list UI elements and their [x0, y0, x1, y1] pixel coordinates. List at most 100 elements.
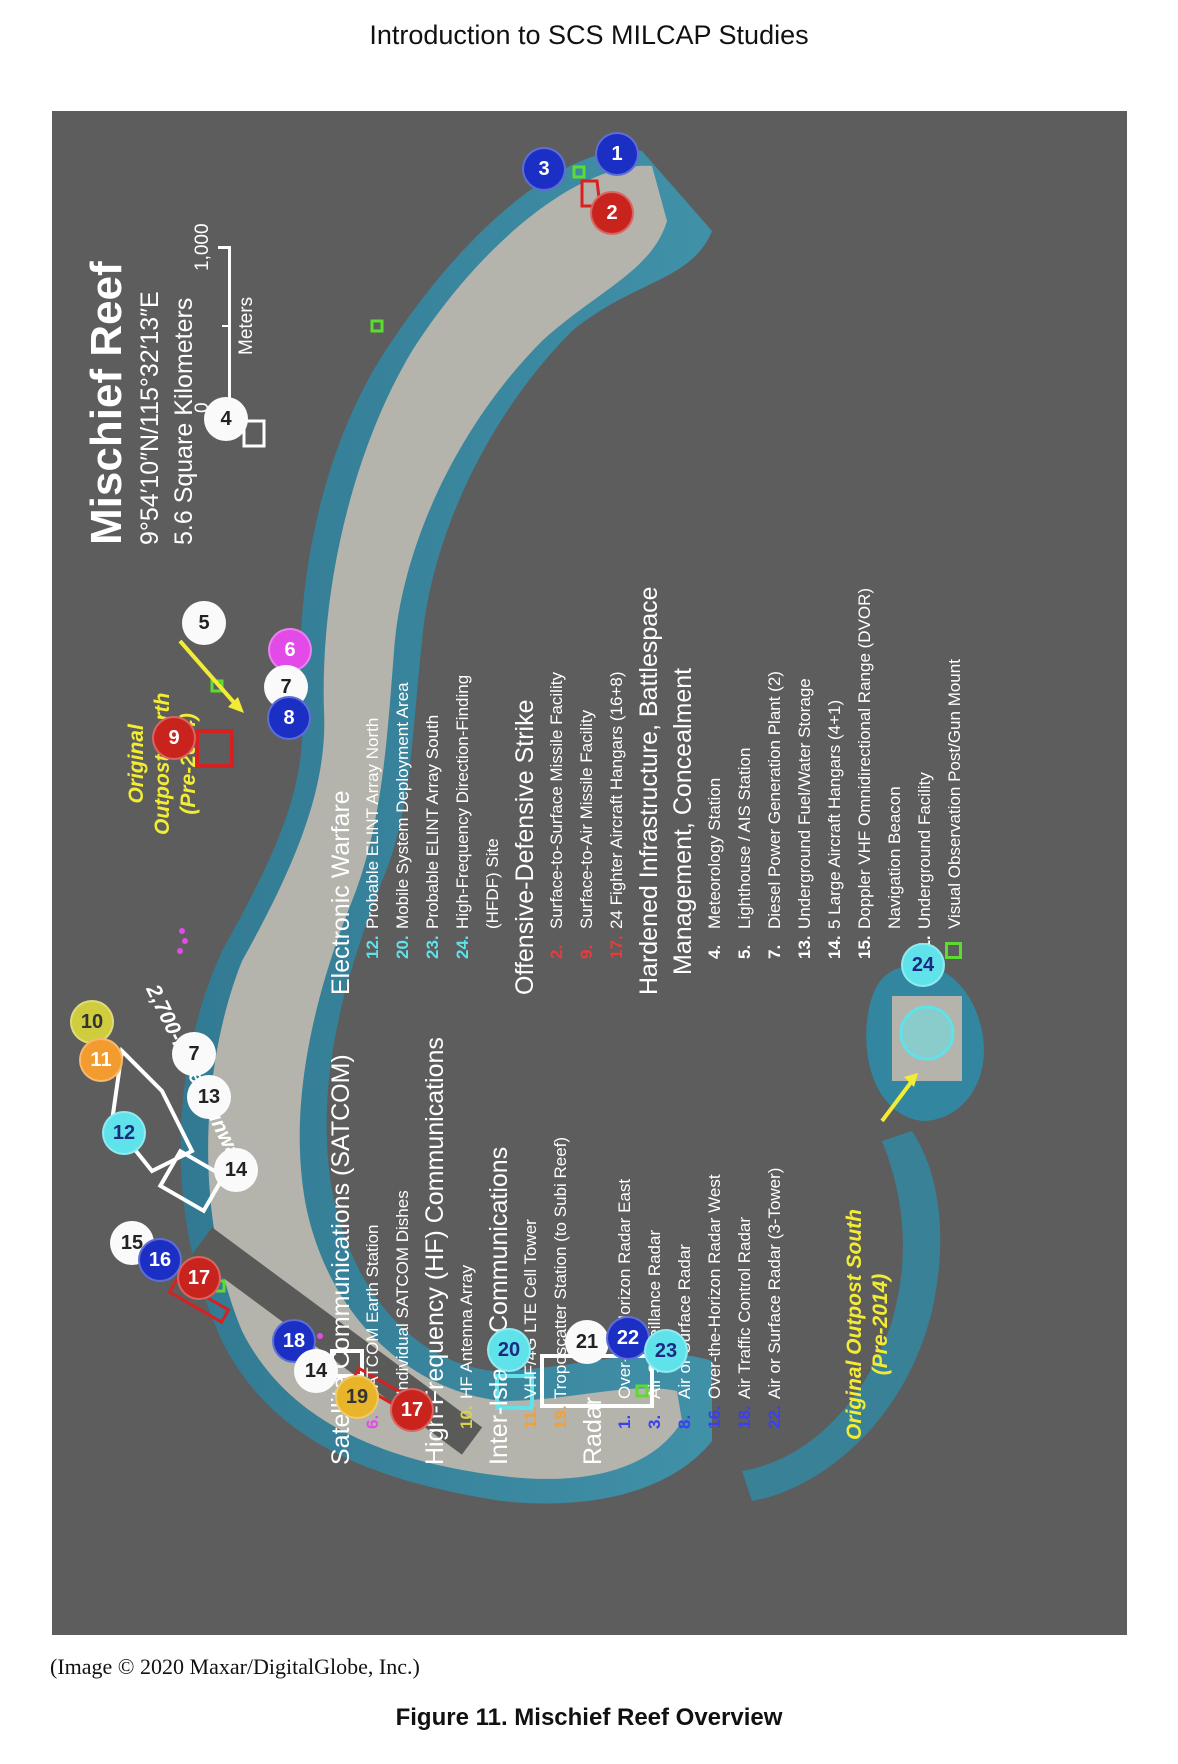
legend-item-text: Navigation Beacon	[885, 786, 904, 929]
legend-item-number: 16.	[705, 1405, 724, 1429]
marker-2: 2	[590, 191, 634, 235]
legend-item: 15.Doppler VHF Omnidirectional Range (DV…	[850, 586, 880, 995]
legend-item-text: Troposcatter Station (to Subi Reef)	[551, 1136, 570, 1399]
legend-item-text: Probable ELINT Array North	[363, 717, 382, 929]
reef-water-south	[742, 1131, 941, 1501]
legend-item-number: 10.	[457, 1405, 476, 1429]
legend-heading: Radar	[579, 1396, 607, 1465]
marker-14a: 14	[214, 1148, 258, 1192]
legend-item-text: Individual SATCOM Dishes	[393, 1190, 412, 1395]
marker-11: 11	[79, 1038, 123, 1082]
legend-item-text: Air Surveillance Radar	[645, 1229, 664, 1399]
legend-item-text: Air or Surface Radar	[675, 1244, 694, 1399]
legend-item-number: 17.	[607, 935, 626, 959]
legend-heading: Offensive-Defensive Strike	[511, 699, 539, 996]
legend-item-text: Doppler VHF Omnidirectional Range (DVOR)	[855, 587, 874, 929]
scale-max: 1,000	[192, 223, 213, 271]
legend-item: 5.Lighthouse / AIS Station	[730, 586, 760, 995]
map-coordinates: 9°54′10″N/115°32′13″E	[136, 291, 164, 545]
reef-water-north	[180, 150, 712, 1504]
legend-item-number: 14.	[825, 935, 844, 959]
legend-item: 16.Over-the-Horizon Radar West	[700, 1037, 730, 1465]
marker-5: 5	[182, 601, 226, 645]
legend-item-text: Air Traffic Control Radar	[735, 1216, 754, 1399]
marker-9: 9	[152, 716, 196, 760]
satcom-dish	[317, 1333, 323, 1339]
map-rotated-layer: Mischief Reef 9°54′10″N/115°32′13″E 5.6 …	[52, 111, 1127, 1635]
legend-item: 9.Surface-to-Air Missile Facility	[572, 586, 602, 995]
marker-19: 19	[335, 1375, 379, 1419]
legend-item-number: 12.	[363, 935, 382, 959]
legend-item-text: 24 Fighter Aircraft Hangars (16+8)	[607, 671, 626, 929]
reef-map: Mischief Reef 9°54′10″N/115°32′13″E 5.6 …	[52, 111, 1127, 1635]
legend-item-number: 2.	[547, 944, 566, 959]
legend-item-number: 19.	[551, 1405, 570, 1429]
legend-item-text: Lighthouse / AIS Station	[735, 747, 754, 929]
outpost-south-label: Original Outpost South (Pre-2014)	[843, 1209, 892, 1440]
marker-23: 23	[644, 1329, 688, 1373]
marker-3: 3	[522, 147, 566, 191]
outpost-south-arrow	[880, 1079, 914, 1123]
page-header: Introduction to SCS MILCAP Studies	[369, 20, 809, 50]
legend-heading: Inter-Island Communications	[485, 1146, 513, 1465]
map-area: 5.6 Square Kilometers	[170, 297, 198, 545]
legend-item-text: Surface-to-Surface Missile Facility	[547, 672, 566, 929]
legend-item: 4. Meteorology Station	[700, 586, 730, 995]
marker-18: 18	[272, 1319, 316, 1363]
legend-heading: Hardened Infrastructure, Battlespace	[635, 586, 663, 995]
observation-post	[635, 1384, 649, 1398]
legend-item-number: 7.	[765, 944, 784, 959]
outpost-north-label: Original Outpost North (Pre-2014)	[125, 692, 200, 835]
marker-14b: 14	[294, 1349, 338, 1393]
outpost-north-arrowhead	[228, 697, 244, 713]
sam-facility-outline	[195, 729, 234, 768]
outpost-north-arrow	[178, 639, 239, 708]
legend-item-text: Meteorology Station	[705, 777, 724, 929]
legend-item: 20.Mobile System Deployment Area	[388, 586, 418, 995]
mobile-deployment-area	[495, 1374, 534, 1410]
reef-island-main	[208, 165, 682, 1479]
marker-10: 10	[70, 1000, 114, 1044]
outpost-south-arrowhead	[904, 1073, 918, 1087]
legend-item: 2. Surface-to-Surface Missile Facility	[542, 586, 572, 995]
hfdf-site-circle	[899, 1005, 955, 1061]
meteorology-outline	[242, 419, 266, 448]
marker-7b: 7	[172, 1032, 216, 1076]
legend-item-text: 5 Large Aircraft Hangars (4+1)	[825, 699, 844, 929]
marker-24: 24	[901, 943, 945, 987]
legend-item-number: 1.	[615, 1414, 634, 1429]
observation-post	[572, 165, 586, 179]
legend-item-number: 11.	[521, 1406, 540, 1429]
observation-post-icon	[945, 942, 962, 959]
legend-item-number: 23.	[423, 935, 442, 959]
map-title: Mischief Reef	[82, 261, 131, 545]
legend-item-text: High-Frequency Direction-Finding	[453, 674, 472, 929]
legend-item-text: Surface-to-Air Missile Facility	[577, 709, 596, 929]
marker-1: 1	[595, 132, 639, 176]
legend-item-text: (HFDF) Site	[483, 838, 502, 929]
marker-8: 8	[267, 696, 311, 740]
marker-20: 20	[487, 1328, 531, 1372]
legend-item: 19. Troposcatter Station (to Subi Reef)	[546, 1037, 576, 1465]
legend-item-text: Over-the-Horizon Radar East	[615, 1178, 634, 1399]
marker-13: 13	[187, 1075, 231, 1119]
legend-item-number: 24.	[453, 935, 472, 959]
legend-item-number: 8.	[675, 1414, 694, 1429]
hangar-outline-14a	[157, 1148, 227, 1214]
legend-item-number: 18.	[735, 1405, 754, 1429]
legend-item: (HFDF) Site	[478, 586, 508, 995]
legend-item-number: 3.	[645, 1414, 664, 1429]
legend-item-text: Probable ELINT Array South	[423, 714, 442, 929]
legend-item: 21.Underground Facility	[910, 586, 940, 995]
legend-item-text: Air or Surface Radar (3-Tower)	[765, 1167, 784, 1399]
legend-item: 1. Over-the-Horizon Radar East	[610, 1037, 640, 1465]
legend-item-text: HF Antenna Array	[457, 1264, 476, 1399]
marker-4: 4	[204, 397, 248, 441]
image-credit: (Image © 2020 Maxar/DigitalGlobe, Inc.)	[50, 1654, 420, 1679]
legend-item-number: 4.	[705, 944, 724, 959]
satcom-dish	[177, 948, 183, 954]
legend-item-number: 13.	[795, 935, 814, 959]
legend-item: 18. Air Traffic Control Radar	[730, 1037, 760, 1465]
marker-17a: 17	[177, 1256, 221, 1300]
legend-item: 10. HF Antenna Array	[452, 1037, 482, 1465]
